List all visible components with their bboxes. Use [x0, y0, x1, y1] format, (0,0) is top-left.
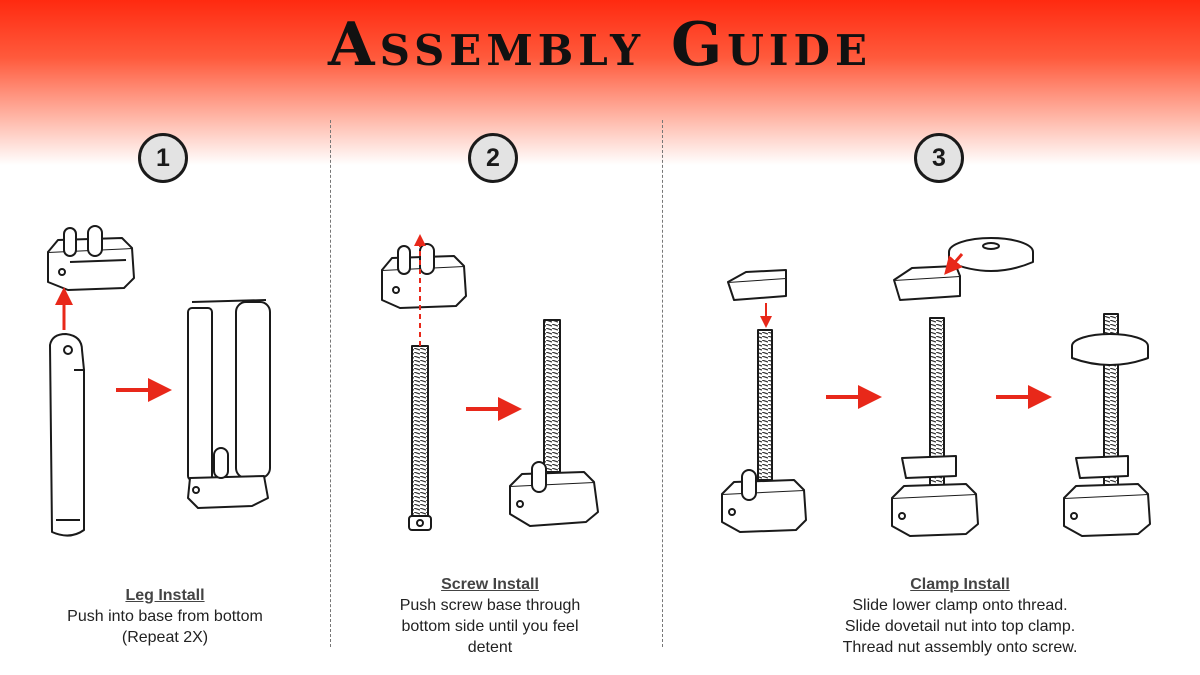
step-3-title: Clamp Install — [910, 576, 1010, 593]
step-1-caption: Leg Install Push into base from bottom (… — [20, 585, 310, 648]
leg-part — [49, 333, 85, 537]
clamp-part — [381, 243, 467, 309]
page-title: Assembly Guide — [328, 10, 872, 80]
diagonal-arrow — [944, 253, 964, 275]
final-assembly — [1063, 313, 1151, 537]
clamp-on-thread — [891, 317, 979, 537]
column-divider — [330, 120, 331, 647]
step-3-badge: 3 — [914, 133, 964, 183]
top-clamp-part — [893, 265, 961, 301]
step-3-line: Slide dovetail nut into top clamp. — [844, 618, 1076, 635]
screw-part — [408, 345, 432, 531]
step-2-title: Screw Install — [441, 576, 539, 593]
step-2-caption: Screw Install Push screw base through bo… — [345, 574, 635, 658]
step-2-line: Push screw base through — [399, 597, 581, 614]
dovetail-nut-part — [948, 237, 1034, 272]
clamp-part — [47, 225, 135, 291]
screw-assembly — [721, 329, 807, 533]
column-divider — [662, 120, 663, 647]
step-3-caption: Clamp Install Slide lower clamp onto thr… — [790, 574, 1130, 658]
assembled-base — [187, 299, 271, 509]
assembled-screw-base — [509, 319, 599, 527]
step-1-line: Push into base from bottom — [67, 608, 263, 625]
step-3-line: Slide lower clamp onto thread. — [852, 597, 1068, 614]
step-1-title: Leg Install — [125, 587, 205, 604]
step-3-line: Thread nut assembly onto screw. — [842, 639, 1078, 656]
step-1-badge: 1 — [138, 133, 188, 183]
step-2-badge: 2 — [468, 133, 518, 183]
title-banner — [0, 0, 1200, 165]
step-2-line: detent — [467, 639, 513, 656]
step-1-line: (Repeat 2X) — [121, 629, 209, 646]
step-2-line: bottom side until you feel — [401, 618, 579, 635]
lower-clamp-part — [727, 269, 787, 301]
